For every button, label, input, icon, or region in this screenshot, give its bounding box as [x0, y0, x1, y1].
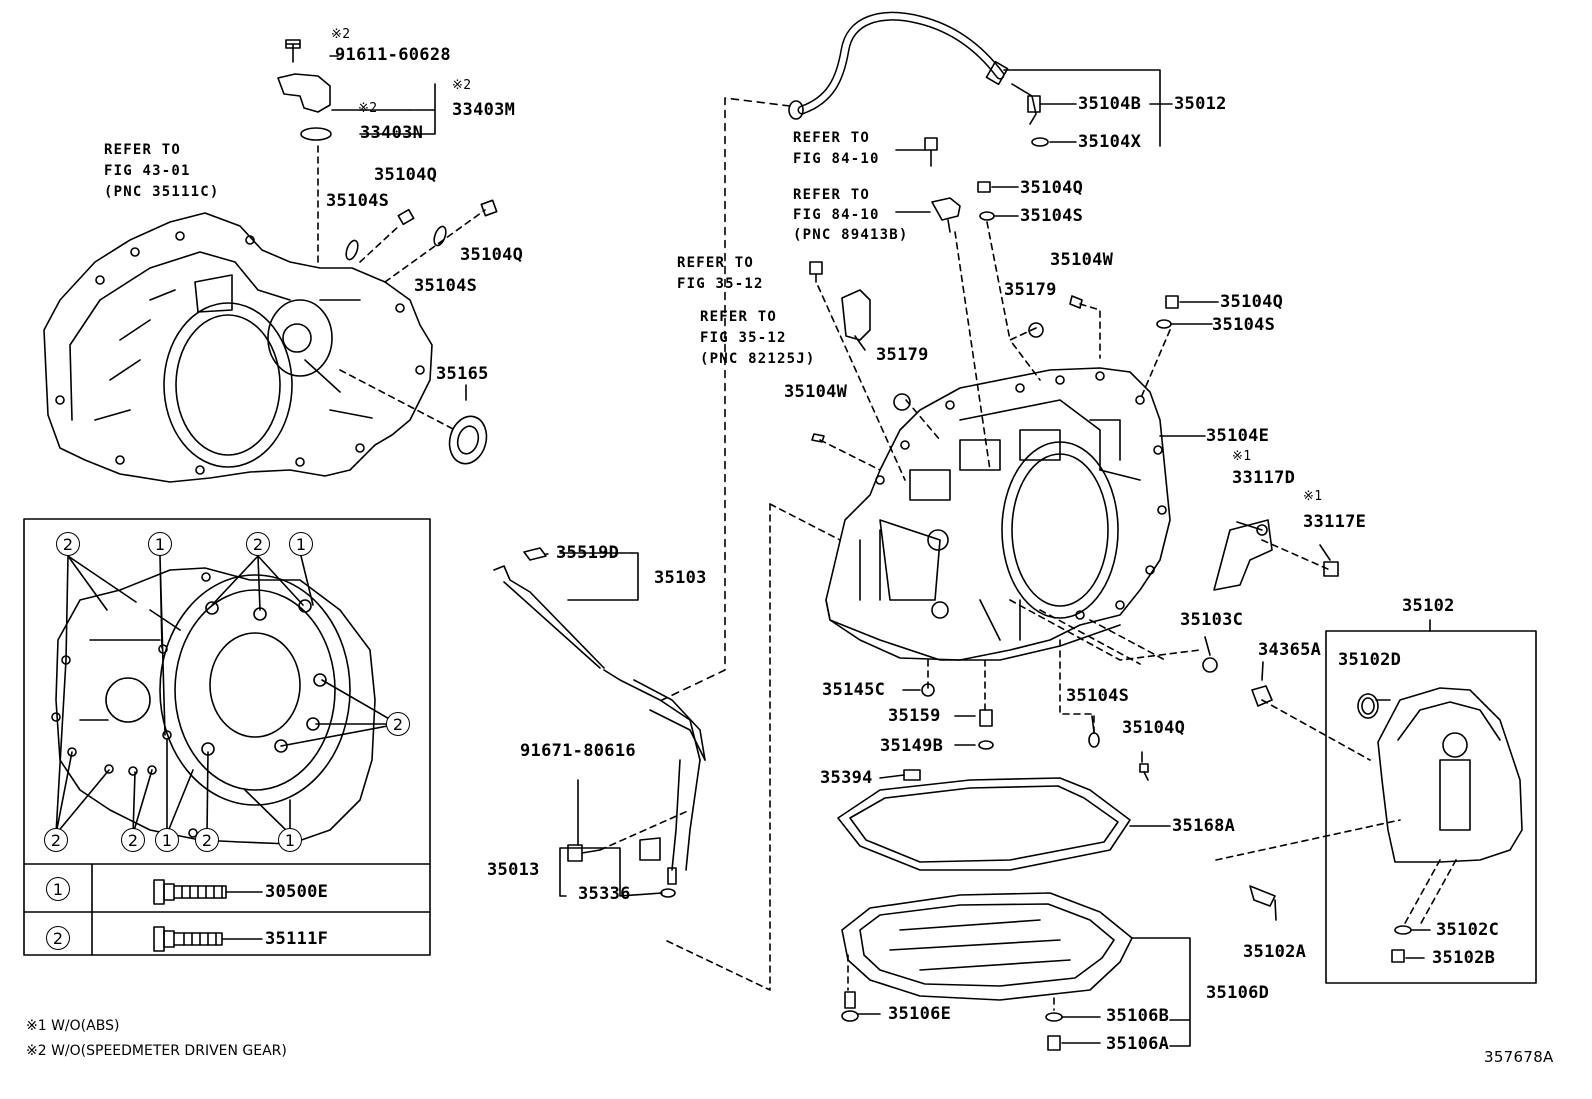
part-34365A[interactable]: 34365A — [1258, 640, 1322, 660]
bolt-callout: 2 — [121, 828, 145, 852]
extension-housing-box — [1215, 619, 1537, 984]
bolt-callout: 2 — [246, 532, 270, 556]
part-35179[interactable]: 35179 — [1004, 280, 1057, 300]
refer-35-12-a-line1: REFER TO — [677, 255, 755, 271]
part-33403M[interactable]: 33403M — [452, 100, 516, 120]
part-35159[interactable]: 35159 — [888, 706, 941, 726]
part-35106B[interactable]: 35106B — [1106, 1006, 1170, 1026]
dashed-leader — [661, 97, 791, 701]
part-35106D[interactable]: 35106D — [1206, 983, 1270, 1003]
part-35168A[interactable]: 35168A — [1172, 816, 1236, 836]
part-35104S[interactable]: 35104S — [1212, 315, 1276, 335]
part-35165[interactable]: 35165 — [436, 364, 489, 384]
part-35102D[interactable]: 35102D — [1338, 650, 1402, 670]
bolt-callout: 1 — [155, 828, 179, 852]
part-35103[interactable]: 35103 — [654, 568, 707, 588]
speed-sensor-assembly — [277, 39, 436, 263]
part-35012[interactable]: 35012 — [1174, 94, 1227, 114]
part-35104X[interactable]: 35104X — [1078, 132, 1142, 152]
note-mark-2a: ※2 — [331, 27, 351, 42]
part-35104W[interactable]: 35104W — [1050, 250, 1114, 270]
refer-84-10-a-line2: FIG 84-10 — [793, 151, 880, 167]
bolt-callout: 1 — [148, 532, 172, 556]
part-35394[interactable]: 35394 — [820, 768, 873, 788]
part-35106A[interactable]: 35106A — [1106, 1034, 1170, 1054]
part-35104Q[interactable]: 35104Q — [374, 165, 438, 185]
case-dashed-leaders — [664, 303, 1371, 991]
part-91611-60628[interactable]: 91611-60628 — [335, 45, 451, 65]
bolt-callout: 2 — [44, 828, 68, 852]
legend-part-30500E[interactable]: 30500E — [265, 882, 329, 902]
part-33403N[interactable]: 33403N — [360, 123, 424, 143]
part-33117E[interactable]: 33117E — [1303, 512, 1367, 532]
part-35102[interactable]: 35102 — [1402, 596, 1455, 616]
part-35103C[interactable]: 35103C — [1180, 610, 1244, 630]
note-mark-2c: ※2 — [358, 101, 378, 116]
transaxle-case — [825, 367, 1206, 661]
part-35104S[interactable]: 35104S — [414, 276, 478, 296]
part-35104Q[interactable]: 35104Q — [460, 245, 524, 265]
part-35104W[interactable]: 35104W — [784, 382, 848, 402]
part-35104Q[interactable]: 35104Q — [1020, 178, 1084, 198]
figure-id: 357678A — [1484, 1048, 1554, 1066]
legend-part-35111F[interactable]: 35111F — [265, 929, 329, 949]
part-35179[interactable]: 35179 — [876, 345, 929, 365]
note-mark-1a: ※1 — [1232, 449, 1252, 464]
refer-84-10-b-line2: FIG 84-10 — [793, 207, 880, 223]
refer-43-01-line3: (PNC 35111C) — [104, 184, 220, 200]
part-35106E[interactable]: 35106E — [888, 1004, 952, 1024]
refer-84-10-b-line1: REFER TO — [793, 187, 871, 203]
part-35104S[interactable]: 35104S — [1020, 206, 1084, 226]
part-35336[interactable]: 35336 — [578, 884, 631, 904]
bolt-callout: 2 — [195, 828, 219, 852]
oil-pan — [841, 892, 1191, 1051]
part-35145C[interactable]: 35145C — [822, 680, 886, 700]
legend-symbol-1: 1 — [46, 877, 70, 901]
refer-35-12-b-line3: (PNC 82125J) — [700, 351, 816, 367]
part-35519D[interactable]: 35519D — [556, 543, 620, 563]
refer-43-01-line1: REFER TO — [104, 142, 182, 158]
refer-35-12-b-line2: FIG 35-12 — [700, 330, 787, 346]
refer-43-01-line2: FIG 43-01 — [104, 163, 191, 179]
case-small-parts — [811, 295, 1339, 781]
bolt-callout: 2 — [386, 712, 410, 736]
converter-housing — [43, 212, 433, 483]
part-35149B[interactable]: 35149B — [880, 736, 944, 756]
refer-35-12-a-line2: FIG 35-12 — [677, 276, 764, 292]
bolt-callout: 1 — [278, 828, 302, 852]
flange-bolt-icon-short — [153, 879, 263, 905]
legend-symbol-2: 2 — [46, 926, 70, 950]
dipstick-and-tube — [493, 547, 706, 898]
part-35102C[interactable]: 35102C — [1436, 920, 1500, 940]
footnote-1: ※1 W/O(ABS) — [26, 1018, 120, 1034]
oil-pan-gasket — [837, 769, 1171, 871]
part-91671-80616[interactable]: 91671-80616 — [520, 741, 636, 761]
part-33117D[interactable]: 33117D — [1232, 468, 1296, 488]
part-35102A[interactable]: 35102A — [1243, 942, 1307, 962]
refer-84-10-a-line1: REFER TO — [793, 130, 871, 146]
bolt-callout: 2 — [56, 532, 80, 556]
housing-fasteners — [339, 199, 498, 465]
refer-84-10-b-line3: (PNC 89413B) — [793, 227, 909, 243]
note-mark-1b: ※1 — [1303, 489, 1323, 504]
refer-35-12-b-line1: REFER TO — [700, 309, 778, 325]
note-mark-2b: ※2 — [452, 78, 472, 93]
part-35104E[interactable]: 35104E — [1206, 426, 1270, 446]
part-35104S[interactable]: 35104S — [326, 191, 390, 211]
part-35104Q[interactable]: 35104Q — [1122, 718, 1186, 738]
bolt-legend-box — [23, 518, 431, 956]
part-35104B[interactable]: 35104B — [1078, 94, 1142, 114]
breather-hose — [788, 11, 1173, 147]
part-35013[interactable]: 35013 — [487, 860, 540, 880]
flange-bolt-icon-long — [153, 926, 263, 952]
bolt-callout: 1 — [289, 532, 313, 556]
part-35104Q[interactable]: 35104Q — [1220, 292, 1284, 312]
part-35102B[interactable]: 35102B — [1432, 948, 1496, 968]
footnote-2: ※2 W/O(SPEEDMETER DRIVEN GEAR) — [26, 1043, 287, 1059]
part-35104S[interactable]: 35104S — [1066, 686, 1130, 706]
